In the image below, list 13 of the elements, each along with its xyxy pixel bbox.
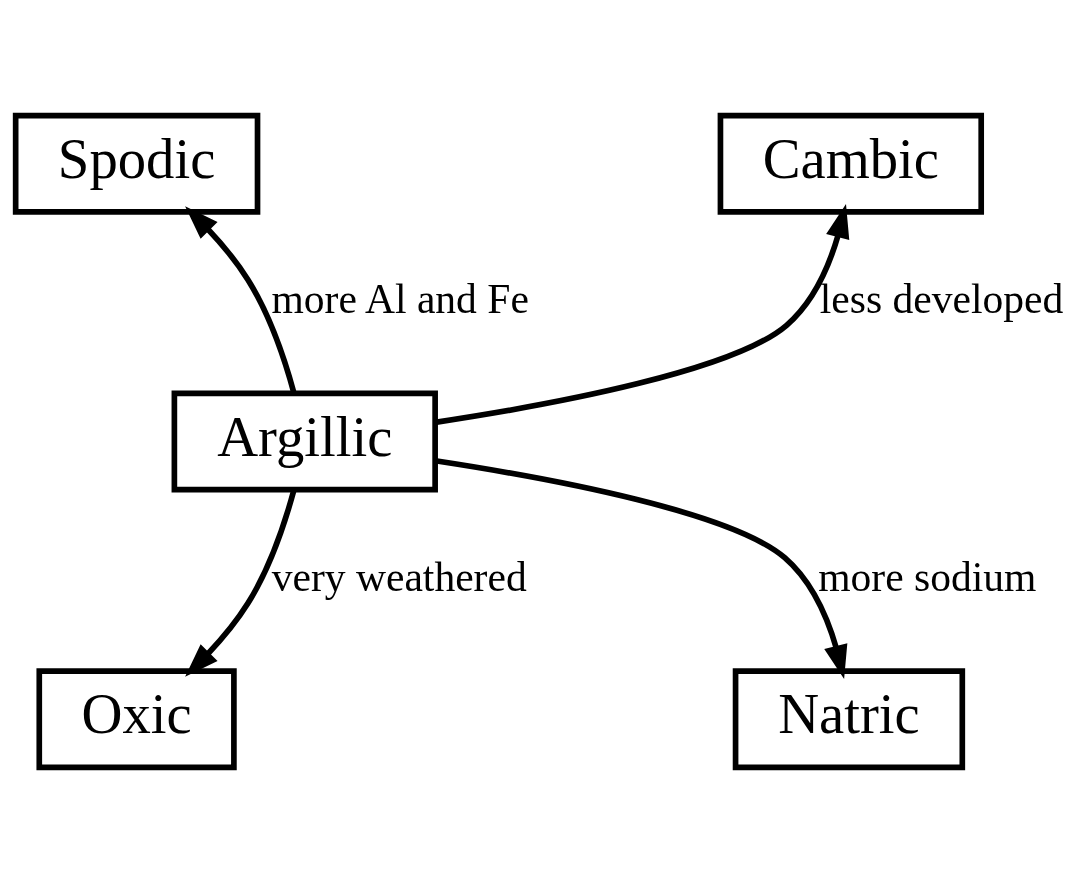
node-box: Oxic [36,668,237,771]
node-box: Argillic [171,390,438,493]
edge-label: more Al and Fe [271,276,529,323]
node-box: Natric [732,668,966,771]
arrow [185,489,297,677]
edge-label: very weathered [271,553,527,600]
edge-label: less developed [819,276,1064,323]
node-box: Spodic [12,112,261,215]
node-box: Cambic [717,112,985,215]
arrow [434,203,850,426]
arrow [434,457,848,680]
edge-label: more sodium [818,553,1037,600]
arrow [185,206,297,394]
